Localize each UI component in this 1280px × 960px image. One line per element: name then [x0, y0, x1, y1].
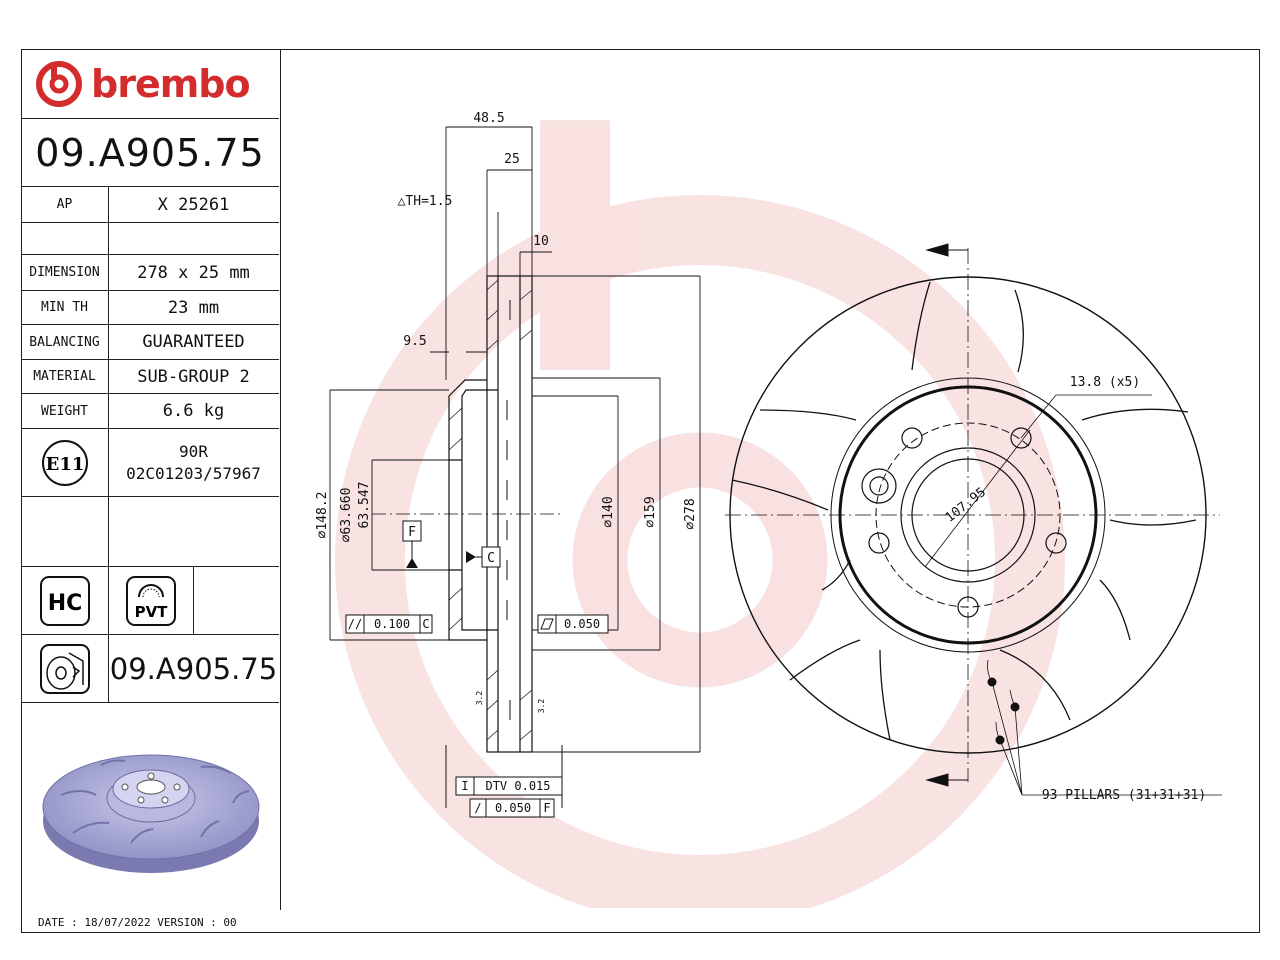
flatness-frame: 0.050 — [537, 614, 609, 634]
spec-value: 6.6 kg — [162, 401, 225, 421]
certification-text: 90R 02C01203/57967 — [108, 429, 279, 496]
bottom-part-row: 09.A905.75 — [21, 635, 279, 703]
disc-front-view — [725, 243, 1222, 796]
part-number-row: 09.A905.75 — [21, 119, 279, 187]
cert-line-1: 90R — [179, 441, 208, 461]
parallelism-value: 0.100 — [374, 617, 410, 631]
spec-value: X 25261 — [157, 194, 230, 215]
dim-d148: ⌀148.2 — [315, 492, 330, 539]
logo-row: brembo — [21, 49, 279, 119]
spec-label: BALANCING — [21, 325, 109, 359]
dim-pillars: 93 PILLARS (31+31+31) — [1042, 788, 1206, 803]
spec-label — [21, 223, 109, 254]
part-number: 09.A905.75 — [35, 130, 265, 175]
groove-depth-right: 3.2 — [537, 699, 546, 714]
pvt-cell: PVT — [108, 567, 194, 634]
dim-th-tolerance: △TH=1.5 — [398, 194, 453, 209]
spec-label: MIN TH — [21, 291, 109, 324]
spec-value: 278 x 25 mm — [137, 262, 250, 283]
spec-label: DIMENSION — [21, 255, 109, 290]
spec-row-empty — [21, 223, 279, 255]
spec-label: WEIGHT — [21, 394, 109, 428]
dim-d63-547: 63.547 — [357, 482, 372, 529]
datum-f: F — [402, 520, 422, 568]
dim-offset: 10 — [533, 234, 549, 249]
dim-d159: ⌀159 — [643, 496, 658, 527]
flatness-value: 0.050 — [564, 617, 600, 631]
dim-d140: ⌀140 — [601, 496, 616, 527]
svg-text:I: I — [461, 779, 468, 793]
spec-label: AP — [21, 187, 109, 222]
spec-value: GUARANTEED — [142, 332, 245, 352]
dim-width-total: 48.5 — [473, 111, 504, 126]
datum-c-label: C — [487, 551, 495, 566]
dtv-frame: I DTV 0.015 — [445, 745, 563, 808]
dim-holes: 13.8 (x5) — [1070, 375, 1140, 390]
spec-row-weight: WEIGHT 6.6 kg — [21, 394, 279, 429]
spec-row-min-th: MIN TH 23 mm — [21, 291, 279, 325]
footer-date-version: DATE : 18/07/2022 VERSION : 00 — [38, 916, 237, 929]
dim-hat-wall: 9.5 — [403, 334, 426, 349]
hc-badge-icon: HC — [39, 575, 90, 626]
diameter-dimensions — [329, 275, 701, 753]
cert-line-2: 02C01203/57967 — [126, 463, 261, 483]
parallelism-ref: C — [422, 617, 429, 631]
drawing-frame — [21, 49, 1260, 933]
dim-d63-660: ⌀63.660 — [339, 488, 354, 543]
brembo-logo: brembo — [21, 49, 279, 119]
disc-icon-cell — [21, 635, 109, 702]
disc-profile-icon — [39, 643, 90, 694]
datum-f-label: F — [408, 525, 416, 540]
pvt-text: PVT — [134, 603, 168, 621]
svg-text:/: / — [474, 801, 481, 815]
spec-value — [108, 223, 279, 254]
spec-row-material: MATERIAL SUB-GROUP 2 — [21, 360, 279, 394]
spec-row-ap: AP X 25261 — [21, 187, 279, 223]
runout-ref: F — [543, 801, 550, 815]
spec-row-dimension: DIMENSION 278 x 25 mm — [21, 255, 279, 291]
brand-name: brembo — [91, 62, 251, 106]
dim-thickness: 25 — [504, 152, 520, 167]
dtv-value: DTV 0.015 — [485, 779, 550, 793]
hc-text: HC — [47, 591, 82, 616]
dim-pcd: 107.95 — [943, 485, 989, 526]
groove-depth-left: 3.2 — [475, 691, 484, 706]
brembo-watermark-icon — [335, 120, 1065, 908]
datum-c: C — [466, 546, 501, 568]
hc-cell: HC — [21, 567, 109, 634]
technical-drawing: 48.5 25 △TH=1.5 10 9.5 ⌀148.2 ⌀63.660 63… — [315, 111, 1222, 908]
title-block: brembo 09.A905.75 AP X 25261 DIMENSION 2… — [21, 49, 281, 910]
parallelism-frame: // 0.100 C — [345, 614, 433, 634]
disc-illustration — [21, 703, 279, 909]
runout-frame: / 0.050 F — [469, 798, 555, 818]
dim-d278: ⌀278 — [683, 498, 698, 529]
e-mark-icon: E11 — [41, 439, 88, 486]
brembo-b-icon — [36, 61, 82, 107]
spec-value: SUB-GROUP 2 — [137, 366, 250, 387]
svg-text://: // — [348, 617, 362, 631]
bottom-part-number: 09.A905.75 — [109, 651, 278, 686]
disc-section-view — [372, 275, 560, 753]
spec-label: MATERIAL — [21, 360, 109, 393]
top-dimensions — [430, 126, 552, 380]
runout-value: 0.050 — [495, 801, 531, 815]
pvt-badge-icon: PVT — [125, 575, 176, 626]
e-mark-text: E11 — [45, 454, 84, 475]
e-mark-cell: E11 — [21, 429, 109, 496]
spec-row-balancing: BALANCING GUARANTEED — [21, 325, 279, 360]
empty-row — [21, 497, 279, 567]
badges-row: HC PVT — [21, 567, 279, 635]
empty-cell — [21, 497, 109, 566]
certification-row: E11 90R 02C01203/57967 — [21, 429, 279, 497]
spec-value: 23 mm — [167, 297, 220, 318]
brake-disc-image — [42, 754, 260, 873]
